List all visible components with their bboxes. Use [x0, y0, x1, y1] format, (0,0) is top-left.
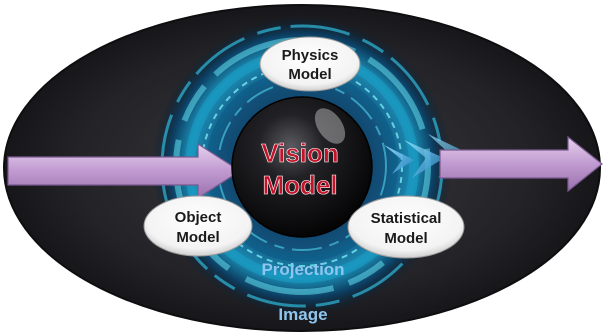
- object-model-node: Object Model: [143, 195, 253, 257]
- projection-label: Projection: [261, 260, 344, 279]
- vision-model-label-line2: Model: [262, 170, 337, 200]
- image-label: Image: [278, 305, 327, 324]
- physics-model-node: Physics Model: [259, 36, 361, 92]
- object-model-label-line1: Object: [175, 209, 222, 226]
- vision-model-node: Vision Model: [231, 96, 373, 238]
- object-model-label-line2: Model: [176, 229, 219, 246]
- vision-model-label-line1: Vision: [261, 138, 339, 168]
- statistical-model-node: Statistical Model: [347, 195, 465, 259]
- output-arrow: [439, 135, 603, 193]
- statistical-model-label-line2: Model: [384, 230, 427, 247]
- physics-model-label-line1: Physics: [282, 47, 339, 64]
- physics-model-label-line2: Model: [288, 66, 331, 83]
- input-arrow: [7, 142, 242, 200]
- statistical-model-label-line1: Statistical: [371, 210, 442, 227]
